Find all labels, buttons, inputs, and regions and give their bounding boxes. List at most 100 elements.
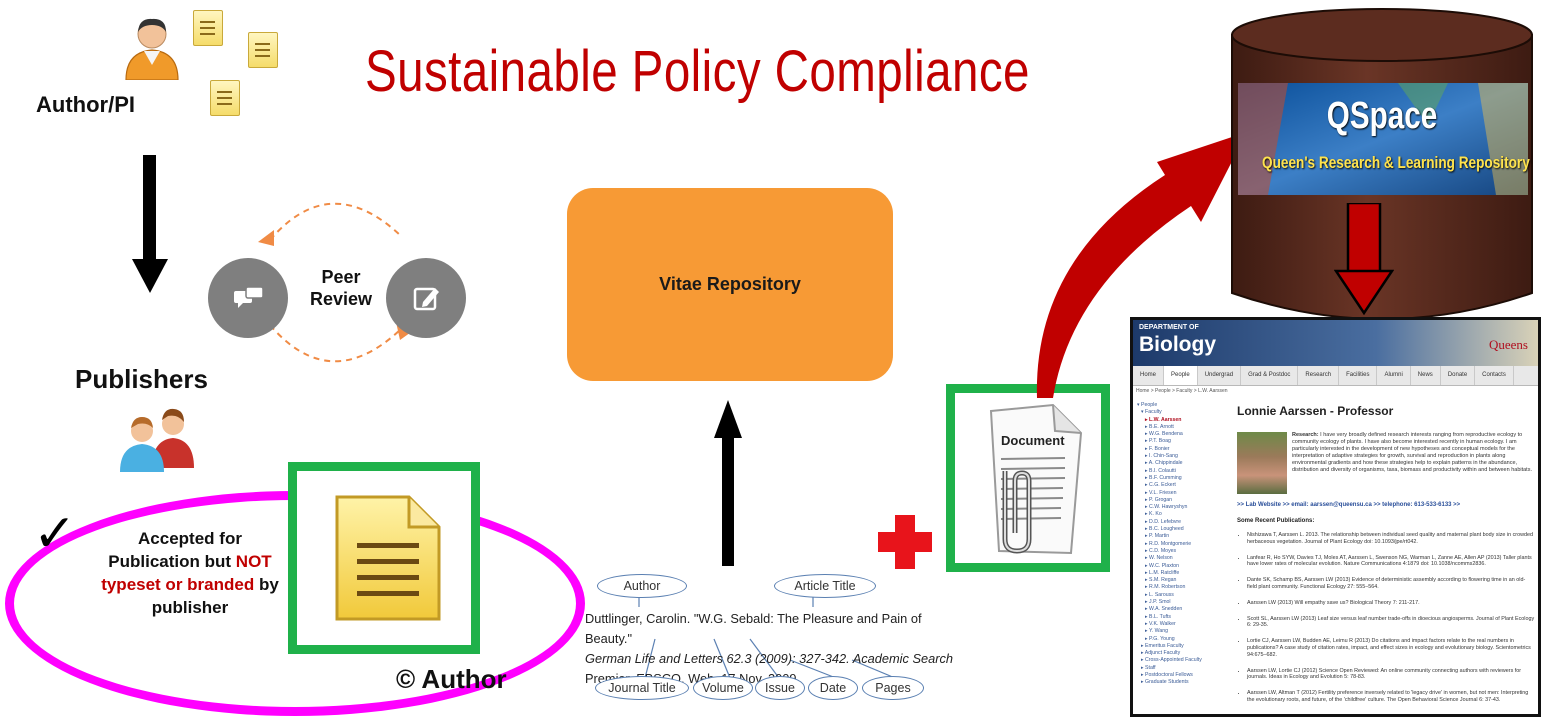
up-arrow — [714, 400, 742, 566]
professor-photo — [1237, 432, 1287, 494]
bio-sidebar-item[interactable]: ▸ J.P. Smol — [1145, 599, 1171, 606]
citation-connectors — [638, 596, 896, 679]
bio-sidebar-item[interactable]: ▸ Y. Wang — [1145, 628, 1168, 635]
bio-sidebar-item[interactable]: ▸ P. Martin — [1145, 533, 1170, 540]
bio-nav-item[interactable]: Research — [1298, 366, 1340, 385]
citation-bubble-date: Date — [808, 676, 858, 700]
accepted-part1: Accepted for Publication but — [108, 529, 242, 571]
bio-sidebar-item[interactable]: ▸ Staff — [1141, 664, 1156, 671]
bio-sidebar-item[interactable]: ▸ P.G. Young — [1145, 635, 1175, 642]
bio-sidebar-item[interactable]: ▸ I. Chin-Sang — [1145, 453, 1178, 460]
document-icon — [248, 32, 278, 68]
qspace-name: QSpace — [1326, 95, 1438, 137]
bio-sidebar-item[interactable]: ▸ R.D. Montgomerie — [1145, 540, 1192, 547]
attached-document-icon: Document — [989, 403, 1083, 555]
bio-sidebar-item[interactable]: ▸ W.G. Bendena — [1145, 431, 1183, 438]
bio-sidebar-item[interactable]: ▸ D.D. Lefebvre — [1145, 518, 1182, 525]
person-icon — [122, 10, 182, 81]
bio-sidebar-item[interactable]: ▾ People — [1137, 402, 1158, 408]
bio-sidebar-item[interactable]: ▸ L.W. Aarssen — [1145, 416, 1182, 423]
citation-bubble-volume: Volume — [693, 676, 753, 700]
bio-sidebar-item[interactable]: ▸ A. Chippindale — [1145, 460, 1183, 467]
bio-sidebar-item[interactable]: ▸ Graduate Students — [1141, 679, 1189, 686]
accepted-part2: NOT typeset or branded — [101, 552, 272, 594]
bio-nav-item[interactable]: Contacts — [1475, 366, 1514, 385]
qspace-database — [1231, 8, 1533, 320]
bio-sidebar-item[interactable]: ▸ V.K. Walker — [1145, 620, 1176, 627]
citation-bubble-article-title: Article Title — [774, 574, 876, 598]
accepted-part3: by publisher — [151, 575, 279, 617]
queens-logo: Queens — [1489, 337, 1528, 352]
bio-nav-item[interactable]: Facilities — [1339, 366, 1378, 385]
page-title: Sustainable Policy Compliance — [365, 39, 1030, 104]
bio-sidebar-item[interactable]: ▸ Adjunct Faculty — [1141, 650, 1181, 657]
bio-sidebar-item[interactable]: ▸ B.F. Cumming — [1145, 474, 1182, 481]
dept-small: DEPARTMENT OF — [1139, 324, 1199, 331]
bio-sidebar-item[interactable]: ▸ Postdoctoral Fellows — [1141, 671, 1193, 678]
bio-sidebar: ▾ People▾ Faculty▸ L.W. Aarssen▸ B.E. Ar… — [1137, 402, 1225, 687]
bio-sidebar-item[interactable]: ▸ B.I. Colautti — [1145, 467, 1176, 474]
publication-item: Lanfear R, Ho SYW, Davies TJ, Moles AT, … — [1247, 555, 1535, 569]
bio-nav-item[interactable]: Donate — [1441, 366, 1476, 385]
bio-sidebar-item[interactable]: ▸ S.M. Regan — [1145, 577, 1177, 584]
copyright-author-label: © Author — [396, 664, 507, 694]
research-text: I have very broadly defined research int… — [1292, 432, 1532, 473]
bio-sidebar-item[interactable]: ▸ L.M. Ratcliffe — [1145, 569, 1180, 576]
red-down-arrow — [1334, 203, 1394, 315]
bio-sidebar-item[interactable]: ▸ R.M. Robertson — [1145, 584, 1186, 591]
citation-line1: Duttlinger, Carolin. "W.G. Sebald: The P… — [585, 611, 922, 646]
bio-sidebar-item[interactable]: ▸ B.E. Arnott — [1145, 423, 1174, 430]
bio-sidebar-item[interactable]: ▸ B.L. Tufts — [1145, 613, 1171, 620]
publishers-label: Publishers — [75, 364, 208, 394]
publishers-icon — [118, 402, 198, 477]
bio-sidebar-item[interactable]: ▸ V.L. Friesen — [1145, 489, 1177, 496]
bio-sidebar-item[interactable]: ▸ P.T. Boag — [1145, 438, 1171, 445]
bio-sidebar-item[interactable]: ▸ C.W. Hawryshyn — [1145, 504, 1188, 511]
bio-sidebar-item[interactable]: ▸ W.A. Snedden — [1145, 606, 1183, 613]
plus-icon — [878, 515, 932, 569]
bio-nav-item[interactable]: Undergrad — [1198, 366, 1242, 385]
bio-breadcrumb[interactable]: Home > People > Faculty > L.W. Aarssen — [1136, 388, 1228, 394]
publication-item: Aarssen LW, Lortie CJ (2012) Science Ope… — [1247, 668, 1535, 682]
document-icon — [210, 80, 240, 116]
svg-text:Document: Document — [1001, 433, 1065, 448]
manuscript-box — [288, 462, 480, 654]
bio-sidebar-item[interactable]: ▸ W.C. Plaxton — [1145, 562, 1180, 569]
peer-label-line2: Review — [309, 289, 373, 309]
bio-nav-item[interactable]: Home — [1133, 366, 1165, 385]
qspace-subtitle: Queen's Research & Learning Repository — [1262, 153, 1530, 172]
citation-bubble-author: Author — [597, 574, 687, 598]
vitae-label: Vitae Repository — [659, 274, 801, 294]
bio-sidebar-item[interactable]: ▸ W. Nelson — [1145, 555, 1173, 562]
bio-sidebar-item[interactable]: ▸ Cross-Appointed Faculty — [1141, 657, 1202, 664]
bio-nav-item[interactable]: News — [1411, 366, 1441, 385]
bio-main: Lonnie Aarssen - Professor Research: I h… — [1237, 404, 1535, 713]
bio-sidebar-item[interactable]: ▸ C.G. Eckert — [1145, 482, 1176, 489]
review-edit-icon — [386, 258, 466, 338]
bio-sidebar-item[interactable]: ▾ Faculty — [1141, 409, 1162, 416]
bio-sidebar-item[interactable]: ▸ Emeritus Faculty — [1141, 642, 1184, 649]
publication-item: Aarssen LW (2013) Will empathy save us? … — [1247, 600, 1535, 607]
author-pi-label: Author/PI — [36, 92, 135, 117]
bio-nav-item[interactable]: Grad & Postdoc — [1241, 366, 1299, 385]
pubs-heading: Some Recent Publications: — [1237, 518, 1315, 524]
checkmark-icon: ✓ — [33, 504, 77, 564]
vitae-repository-box: Vitae Repository — [567, 188, 893, 381]
publication-item: Dante SK, Schamp BS, Aarssen LW (2013) E… — [1247, 577, 1535, 591]
bio-header: DEPARTMENT OF Biology Queens — [1133, 320, 1538, 366]
bio-sidebar-item[interactable]: ▸ L. Sarouss — [1145, 591, 1174, 598]
peer-label-line1: Peer — [321, 267, 361, 287]
research-label: Research: — [1292, 432, 1319, 438]
bio-nav-item[interactable]: People — [1164, 366, 1198, 385]
citation-line2: German Life and Letters 62.3 (2009): 327… — [585, 651, 954, 666]
bio-sidebar-item[interactable]: ▸ F. Bonier — [1145, 445, 1170, 452]
attached-document-box: Document — [946, 384, 1110, 572]
bio-nav-item[interactable]: Alumni — [1377, 366, 1411, 385]
bio-sidebar-item[interactable]: ▸ K. Ko — [1145, 511, 1162, 518]
manuscript-document-icon — [335, 495, 441, 621]
bio-sidebar-item[interactable]: ▸ B.C. Lougheed — [1145, 526, 1184, 533]
bio-sidebar-item[interactable]: ▸ C.D. Moyes — [1145, 547, 1177, 554]
contact-line[interactable]: >> Lab Website >> email: aarssen@queensu… — [1237, 502, 1461, 508]
bio-sidebar-item[interactable]: ▸ P. Grogan — [1145, 496, 1173, 503]
